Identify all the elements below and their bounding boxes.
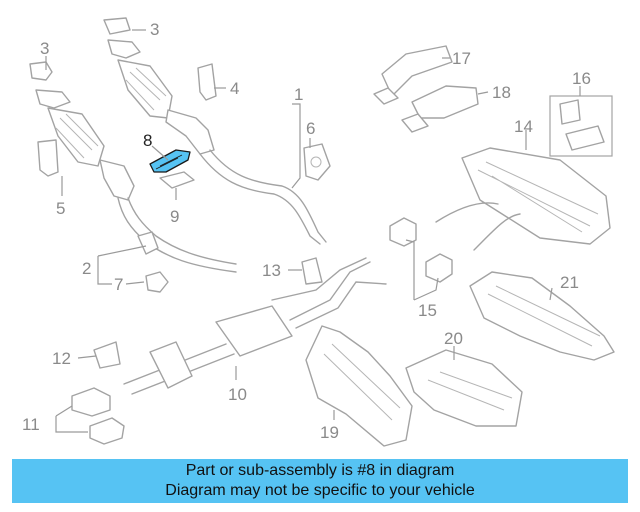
clamp-15-lower [425, 253, 453, 283]
hanger-6 [303, 143, 331, 181]
muffler-17 [373, 45, 453, 105]
callout-3-left: 3 [40, 39, 49, 58]
bracket-16-b [565, 125, 605, 151]
gasket-9 [159, 171, 195, 189]
callout-18: 18 [492, 83, 511, 102]
callout-17: 17 [452, 49, 471, 68]
intermediate-pipe [123, 257, 387, 395]
exhaust-parts-diagram: 3 3 4 5 1 6 2 7 8 9 10 11 12 13 14 15 16… [22, 17, 615, 447]
bracket-5 [37, 139, 59, 177]
bracket-3-top [103, 17, 131, 35]
callout-21: 21 [560, 273, 579, 292]
callout-19: 19 [320, 423, 339, 442]
rear-muffler-14 [435, 147, 611, 251]
callout-4: 4 [230, 79, 239, 98]
nut-7 [145, 271, 169, 293]
callout-8: 8 [143, 131, 152, 150]
callout-7: 7 [114, 275, 123, 294]
callout-13: 13 [262, 261, 281, 280]
clamp-11-upper [71, 387, 111, 417]
bracket-3-left [29, 61, 53, 81]
clamp-11-lower [89, 417, 125, 445]
banner-line-2: Diagram may not be specific to your vehi… [165, 482, 475, 499]
part-16-box [549, 95, 613, 157]
callout-16: 16 [572, 69, 591, 88]
callout-1: 1 [294, 85, 303, 104]
bracket-16-a [559, 99, 581, 125]
heat-shield-20 [405, 349, 523, 427]
callout-15: 15 [418, 301, 437, 320]
leader-lines [45, 29, 581, 433]
info-banner: Part or sub-assembly is #8 in diagram Di… [12, 459, 628, 503]
bracket-12 [93, 341, 121, 369]
callout-3-top: 3 [150, 20, 159, 39]
callout-6: 6 [306, 119, 315, 138]
bracket-13 [301, 257, 323, 285]
callout-12: 12 [52, 349, 71, 368]
banner-line-1: Part or sub-assembly is #8 in diagram [185, 462, 455, 479]
callout-5: 5 [56, 199, 65, 218]
callout-10: 10 [228, 385, 247, 404]
bracket-4 [197, 63, 217, 101]
callout-14: 14 [514, 117, 533, 136]
callout-11: 11 [22, 415, 40, 434]
clamp-15-upper [389, 217, 417, 247]
muffler-18 [401, 85, 479, 133]
callout-20: 20 [444, 329, 463, 348]
heat-shield-19 [305, 325, 413, 447]
callout-9: 9 [170, 207, 179, 226]
catalytic-converter-left [35, 89, 237, 273]
catalytic-converter-upper [107, 39, 327, 245]
bracket-2 [137, 231, 159, 255]
callout-2: 2 [82, 259, 91, 278]
heat-shield-21 [469, 271, 615, 361]
